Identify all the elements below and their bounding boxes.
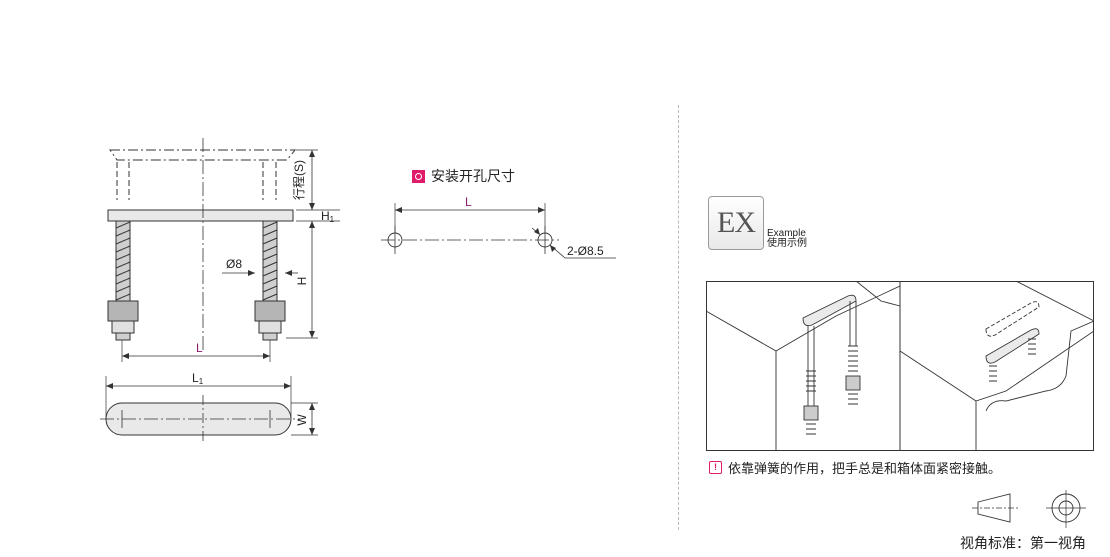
mounting-hole-title-text: 安装开孔尺寸: [431, 168, 515, 184]
section-divider: [678, 105, 679, 530]
l1-label: L1: [192, 371, 204, 386]
mounting-hole-title: 安装开孔尺寸: [412, 166, 515, 186]
usage-note: ! 依靠弹簧的作用，把手总是和箱体面紧密接触。: [709, 458, 1001, 477]
diameter-label: Ø8: [226, 257, 242, 271]
hole-spec-label: 2-Ø8.5: [567, 244, 604, 258]
stroke-label: 行程(S): [291, 160, 306, 200]
circle-marker-icon: [412, 169, 425, 183]
handle-grip: [107, 209, 294, 222]
w-label: W: [295, 414, 309, 426]
example-badge: EX: [708, 196, 764, 250]
mounting-hole-drawing: L 2-Ø8.5: [381, 195, 616, 259]
raised-handle-phantom: [109, 149, 297, 161]
exclamation-icon: !: [709, 461, 722, 474]
mount-l-label: L: [465, 195, 472, 209]
example-label: Example 使用示例: [767, 229, 807, 249]
example-label-cn: 使用示例: [767, 238, 807, 249]
handle-technical-drawing: 行程(S) H1 H Ø8 L L1 W: [100, 138, 340, 443]
h1-label: H1: [321, 209, 335, 224]
example-label-en: Example: [767, 228, 806, 239]
usage-example-illustration: [706, 281, 1094, 451]
usage-note-text: 依靠弹簧的作用，把手总是和箱体面紧密接触。: [728, 461, 1002, 476]
h-label: H: [295, 277, 309, 286]
first-angle-projection-symbol: [972, 490, 1086, 528]
l-label: L: [196, 341, 203, 355]
projection-standard-label: 视角标准：第一视角: [960, 535, 1086, 551]
